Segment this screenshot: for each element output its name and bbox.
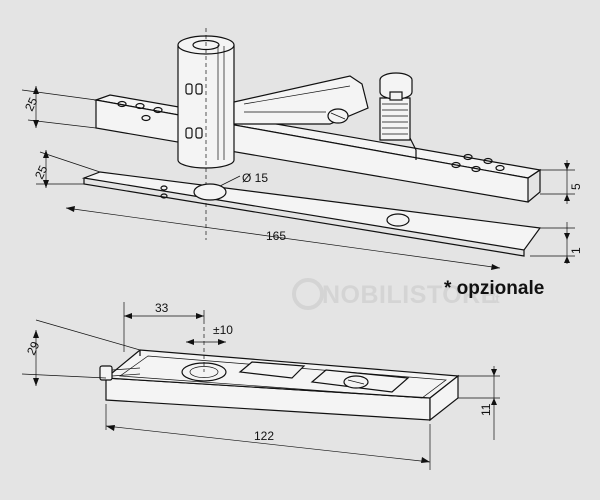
plate-hole [495, 164, 505, 172]
bottom-dimensions: 33 ±10 29 11 122 [21, 301, 500, 470]
dim-offset-33: 33 [155, 301, 169, 315]
plate-hole [451, 161, 461, 169]
pivot-screw [195, 83, 203, 95]
spacer-plate-hole-large [386, 213, 410, 227]
pivot-screw [185, 83, 193, 95]
spacer-plate-edge [83, 178, 525, 257]
plate-hole [141, 114, 151, 122]
dim-box-length: 122 [254, 429, 274, 443]
top-plate-end-face [527, 168, 541, 203]
adjuster-bracket [409, 137, 417, 160]
box-recess [119, 355, 447, 399]
box-slot [238, 361, 306, 379]
optional-note: * opzionale [444, 278, 544, 299]
spacer-plate-hole [160, 185, 168, 191]
dim-thickness-a: 5 [569, 183, 583, 190]
plate-hole [483, 157, 493, 165]
dim-diameter: Ø 15 [242, 171, 268, 185]
spacer-plate [81, 171, 542, 257]
top-dimensions: 25 25 Ø 15 165 5 1 [21, 86, 583, 270]
watermark-suffix: .it [488, 291, 500, 306]
arm-screw-slot [330, 112, 346, 120]
plate-hole [117, 100, 127, 108]
floor-box [99, 320, 460, 422]
watermark: NOBILISTORE .it [292, 278, 500, 310]
adjuster-neck [389, 91, 403, 101]
watermark-logo-ring [292, 278, 324, 310]
plate-hole [471, 165, 481, 173]
dim-height-11: 11 [479, 403, 493, 416]
dim-tolerance: ±10 [213, 323, 233, 337]
dim-top-width-a: 25 [22, 95, 40, 113]
watermark-brand: NOBILISTORE [322, 281, 498, 309]
adjuster-threads [382, 103, 408, 135]
plate-hole [463, 153, 473, 161]
spacer-plate-hole [160, 193, 168, 199]
box-side-screw [99, 365, 113, 381]
dim-width-29: 29 [24, 339, 42, 357]
dim-plate-length: 165 [266, 229, 286, 243]
spacer-plate-centre-hole [193, 183, 227, 201]
dim-top-width-b: 25 [32, 163, 50, 181]
pivot-screw [185, 127, 193, 139]
pivot-arm-edge [243, 85, 351, 105]
plate-hole [153, 106, 163, 114]
dim-thickness-b: 1 [569, 247, 583, 254]
box-pivot-socket-inner [189, 366, 219, 378]
plate-hole [135, 102, 145, 110]
box-adjust-screw-slot [347, 379, 365, 385]
pivot-screw [195, 127, 203, 139]
top-pivot-assembly [93, 28, 542, 240]
